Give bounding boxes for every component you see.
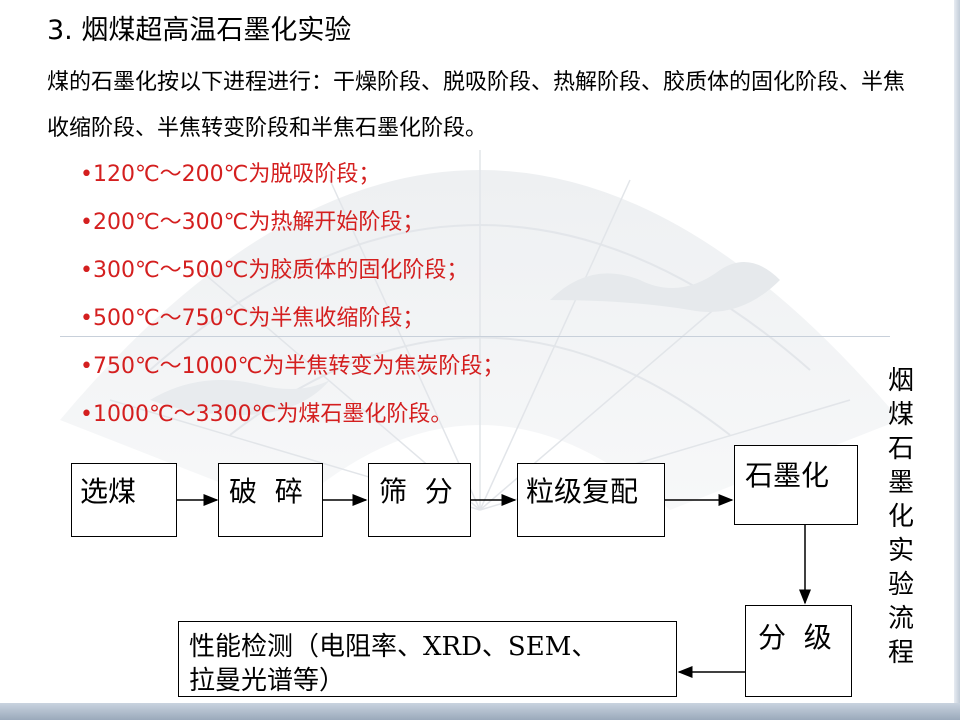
- stage-item: •500℃～750℃为半焦收缩阶段；: [80, 306, 425, 331]
- bottom-bar: [0, 703, 960, 720]
- step-performance-test: 性能检测（电阻率、XRD、SEM、 拉曼光谱等）: [178, 621, 677, 697]
- vertical-title-char: 实: [887, 536, 914, 566]
- stage-item: •750℃～1000℃为半焦转变为焦炭阶段；: [80, 354, 505, 379]
- step-crush: 破 碎: [218, 463, 323, 537]
- step-size-blend: 粒级复配: [517, 463, 665, 537]
- vertical-title-char: 煤: [887, 400, 914, 430]
- vertical-title-char: 化: [887, 502, 914, 532]
- right-edge-bar: [954, 0, 960, 720]
- vertical-title-char: 验: [887, 570, 914, 600]
- intro-paragraph: 煤的石墨化按以下进程进行：干燥阶段、脱吸阶段、热解阶段、胶质体的固化阶段、半焦收…: [47, 70, 906, 141]
- vertical-title-char: 烟: [887, 366, 914, 396]
- vertical-title-char: 墨: [887, 468, 914, 498]
- step-graphitize: 石墨化: [734, 445, 858, 525]
- vertical-title-char: 石: [887, 434, 914, 464]
- vertical-title-char: 流: [887, 604, 914, 634]
- step-sieve: 筛 分: [368, 463, 471, 537]
- stage-item: •200℃～300℃为热解开始阶段；: [80, 210, 425, 235]
- slide-title: 3. 烟煤超高温石墨化实验: [47, 15, 352, 46]
- step-classify: 分 级: [745, 605, 852, 697]
- flowchart-vertical-title: 烟 煤 石 墨 化 实 验 流 程: [883, 364, 919, 670]
- fan-painting-background: [60, 150, 900, 511]
- stage-list: •120℃～200℃为脱吸阶段； •200℃～300℃为热解开始阶段； •300…: [80, 151, 504, 439]
- stage-item: •120℃～200℃为脱吸阶段；: [80, 162, 381, 187]
- vertical-title-char: 程: [887, 638, 914, 668]
- stage-item: •1000℃～3300℃为煤石墨化阶段。: [80, 402, 453, 427]
- stage-item: •300℃～500℃为胶质体的固化阶段；: [80, 258, 469, 283]
- divider-line: [60, 336, 890, 337]
- step-select-coal: 选煤: [71, 463, 177, 537]
